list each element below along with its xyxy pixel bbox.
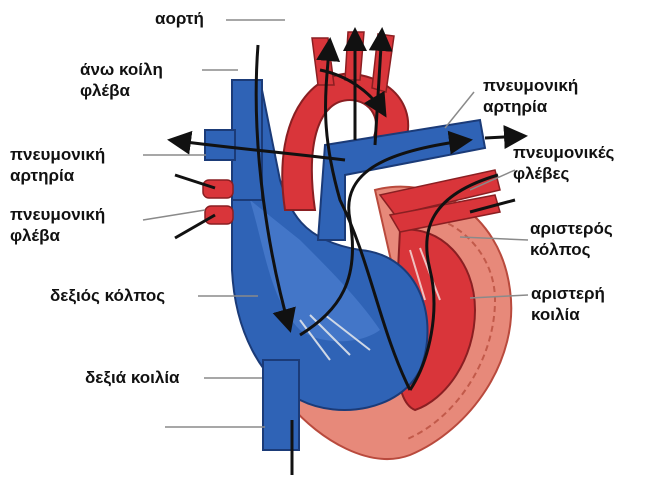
label-superior-vena-cava: άνω κοίλη φλέβα bbox=[80, 59, 163, 101]
label-left-atrium: αριστερός κόλπος bbox=[530, 218, 613, 260]
label-right-atrium: δεξιός κόλπος bbox=[50, 285, 165, 306]
label-right-ventricle: δεξιά κοιλία bbox=[85, 367, 180, 388]
pulmonary-vein-left-upper bbox=[203, 180, 233, 198]
label-pulmonary-veins-right: πνευμονικές φλέβες bbox=[513, 142, 614, 184]
label-pulmonary-vein-left: πνευμονική φλέβα bbox=[10, 204, 105, 246]
label-pulmonary-artery-right: πνευμονική αρτηρία bbox=[483, 75, 578, 117]
label-pulmonary-artery-left: πνευμονική αρτηρία bbox=[10, 144, 105, 186]
label-left-ventricle: αριστερή κοιλία bbox=[531, 283, 605, 325]
pulmonary-vein-left-lower bbox=[205, 206, 233, 224]
inferior-vena-cava bbox=[263, 360, 299, 450]
aorta-branch-3 bbox=[372, 34, 394, 92]
label-aorta: αορτή bbox=[155, 8, 204, 29]
